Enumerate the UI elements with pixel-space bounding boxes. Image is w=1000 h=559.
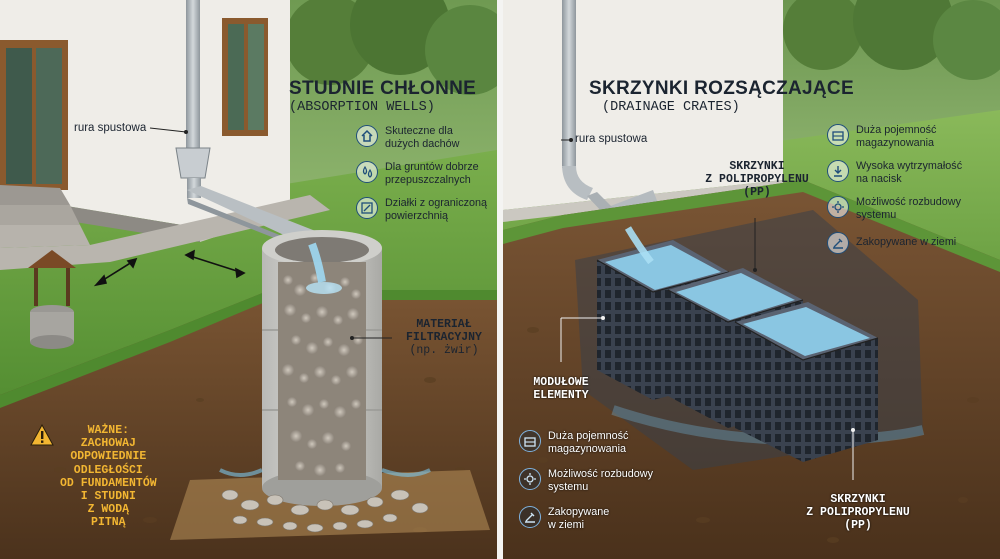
left-subtitle: (ABSORPTION WELLS) bbox=[289, 100, 435, 115]
strength-icon bbox=[827, 160, 849, 182]
drainage-crates-illustration bbox=[503, 0, 1000, 559]
capacity-icon bbox=[827, 124, 849, 146]
distance-arrows bbox=[93, 249, 246, 287]
expand-icon bbox=[827, 196, 849, 218]
right-title: SKRZYNKI ROZSĄCZAJĄCE bbox=[589, 78, 854, 99]
pp-crates-label-bottom: SKRZYNKI Z POLIPROPYLENU (PP) bbox=[806, 493, 910, 532]
warning-line: ODLEGŁOŚCI bbox=[73, 463, 143, 477]
warning-line: ZACHOWAJ bbox=[80, 437, 136, 451]
buried-icon bbox=[519, 506, 541, 528]
warning-icon bbox=[30, 423, 54, 530]
warning-note: WAŻNE: ZACHOWAJ ODPOWIEDNIE ODLEGŁOŚCI O… bbox=[30, 423, 157, 530]
warning-line: OD FUNDAMENTÓW bbox=[60, 476, 157, 490]
filter-material-label: MATERIAŁ FILTRACYJNY (np. żwir) bbox=[406, 318, 482, 357]
warning-line: I STUDNI bbox=[80, 490, 136, 504]
warning-title: WAŻNE: bbox=[87, 424, 130, 437]
warning-line: PITNĄ bbox=[91, 516, 126, 530]
panel-divider bbox=[497, 0, 503, 559]
left-downpipe-label: rura spustowa bbox=[74, 122, 147, 134]
plot-icon bbox=[356, 197, 378, 219]
drainage-crates-panel: SKRZYNKI ROZSĄCZAJĄCE (DRAINAGE CRATES) … bbox=[503, 0, 1000, 559]
capacity-icon bbox=[519, 430, 541, 452]
modular-elements-label: MODUŁOWE ELEMENTY bbox=[533, 376, 589, 402]
expand-icon bbox=[519, 468, 541, 490]
house-icon bbox=[356, 125, 378, 147]
droplets-icon bbox=[356, 161, 378, 183]
buried-icon bbox=[827, 232, 849, 254]
crate bbox=[734, 302, 879, 462]
absorption-well-illustration bbox=[0, 0, 497, 559]
left-title: STUDNIE CHŁONNE bbox=[289, 78, 477, 99]
right-subtitle: (DRAINAGE CRATES) bbox=[602, 100, 740, 115]
right-downpipe-label: rura spustowa bbox=[575, 133, 648, 145]
warning-line: ODPOWIEDNIE bbox=[70, 450, 147, 464]
pp-crates-label: SKRZYNKI Z POLIPROPYLENU (PP) bbox=[705, 160, 809, 199]
feature-buried: Zakopywane w ziemi bbox=[827, 232, 956, 254]
absorption-wells-panel: STUDNIE CHŁONNE (ABSORPTION WELLS) rura … bbox=[0, 0, 497, 559]
warning-line: Z WODĄ bbox=[87, 503, 130, 517]
